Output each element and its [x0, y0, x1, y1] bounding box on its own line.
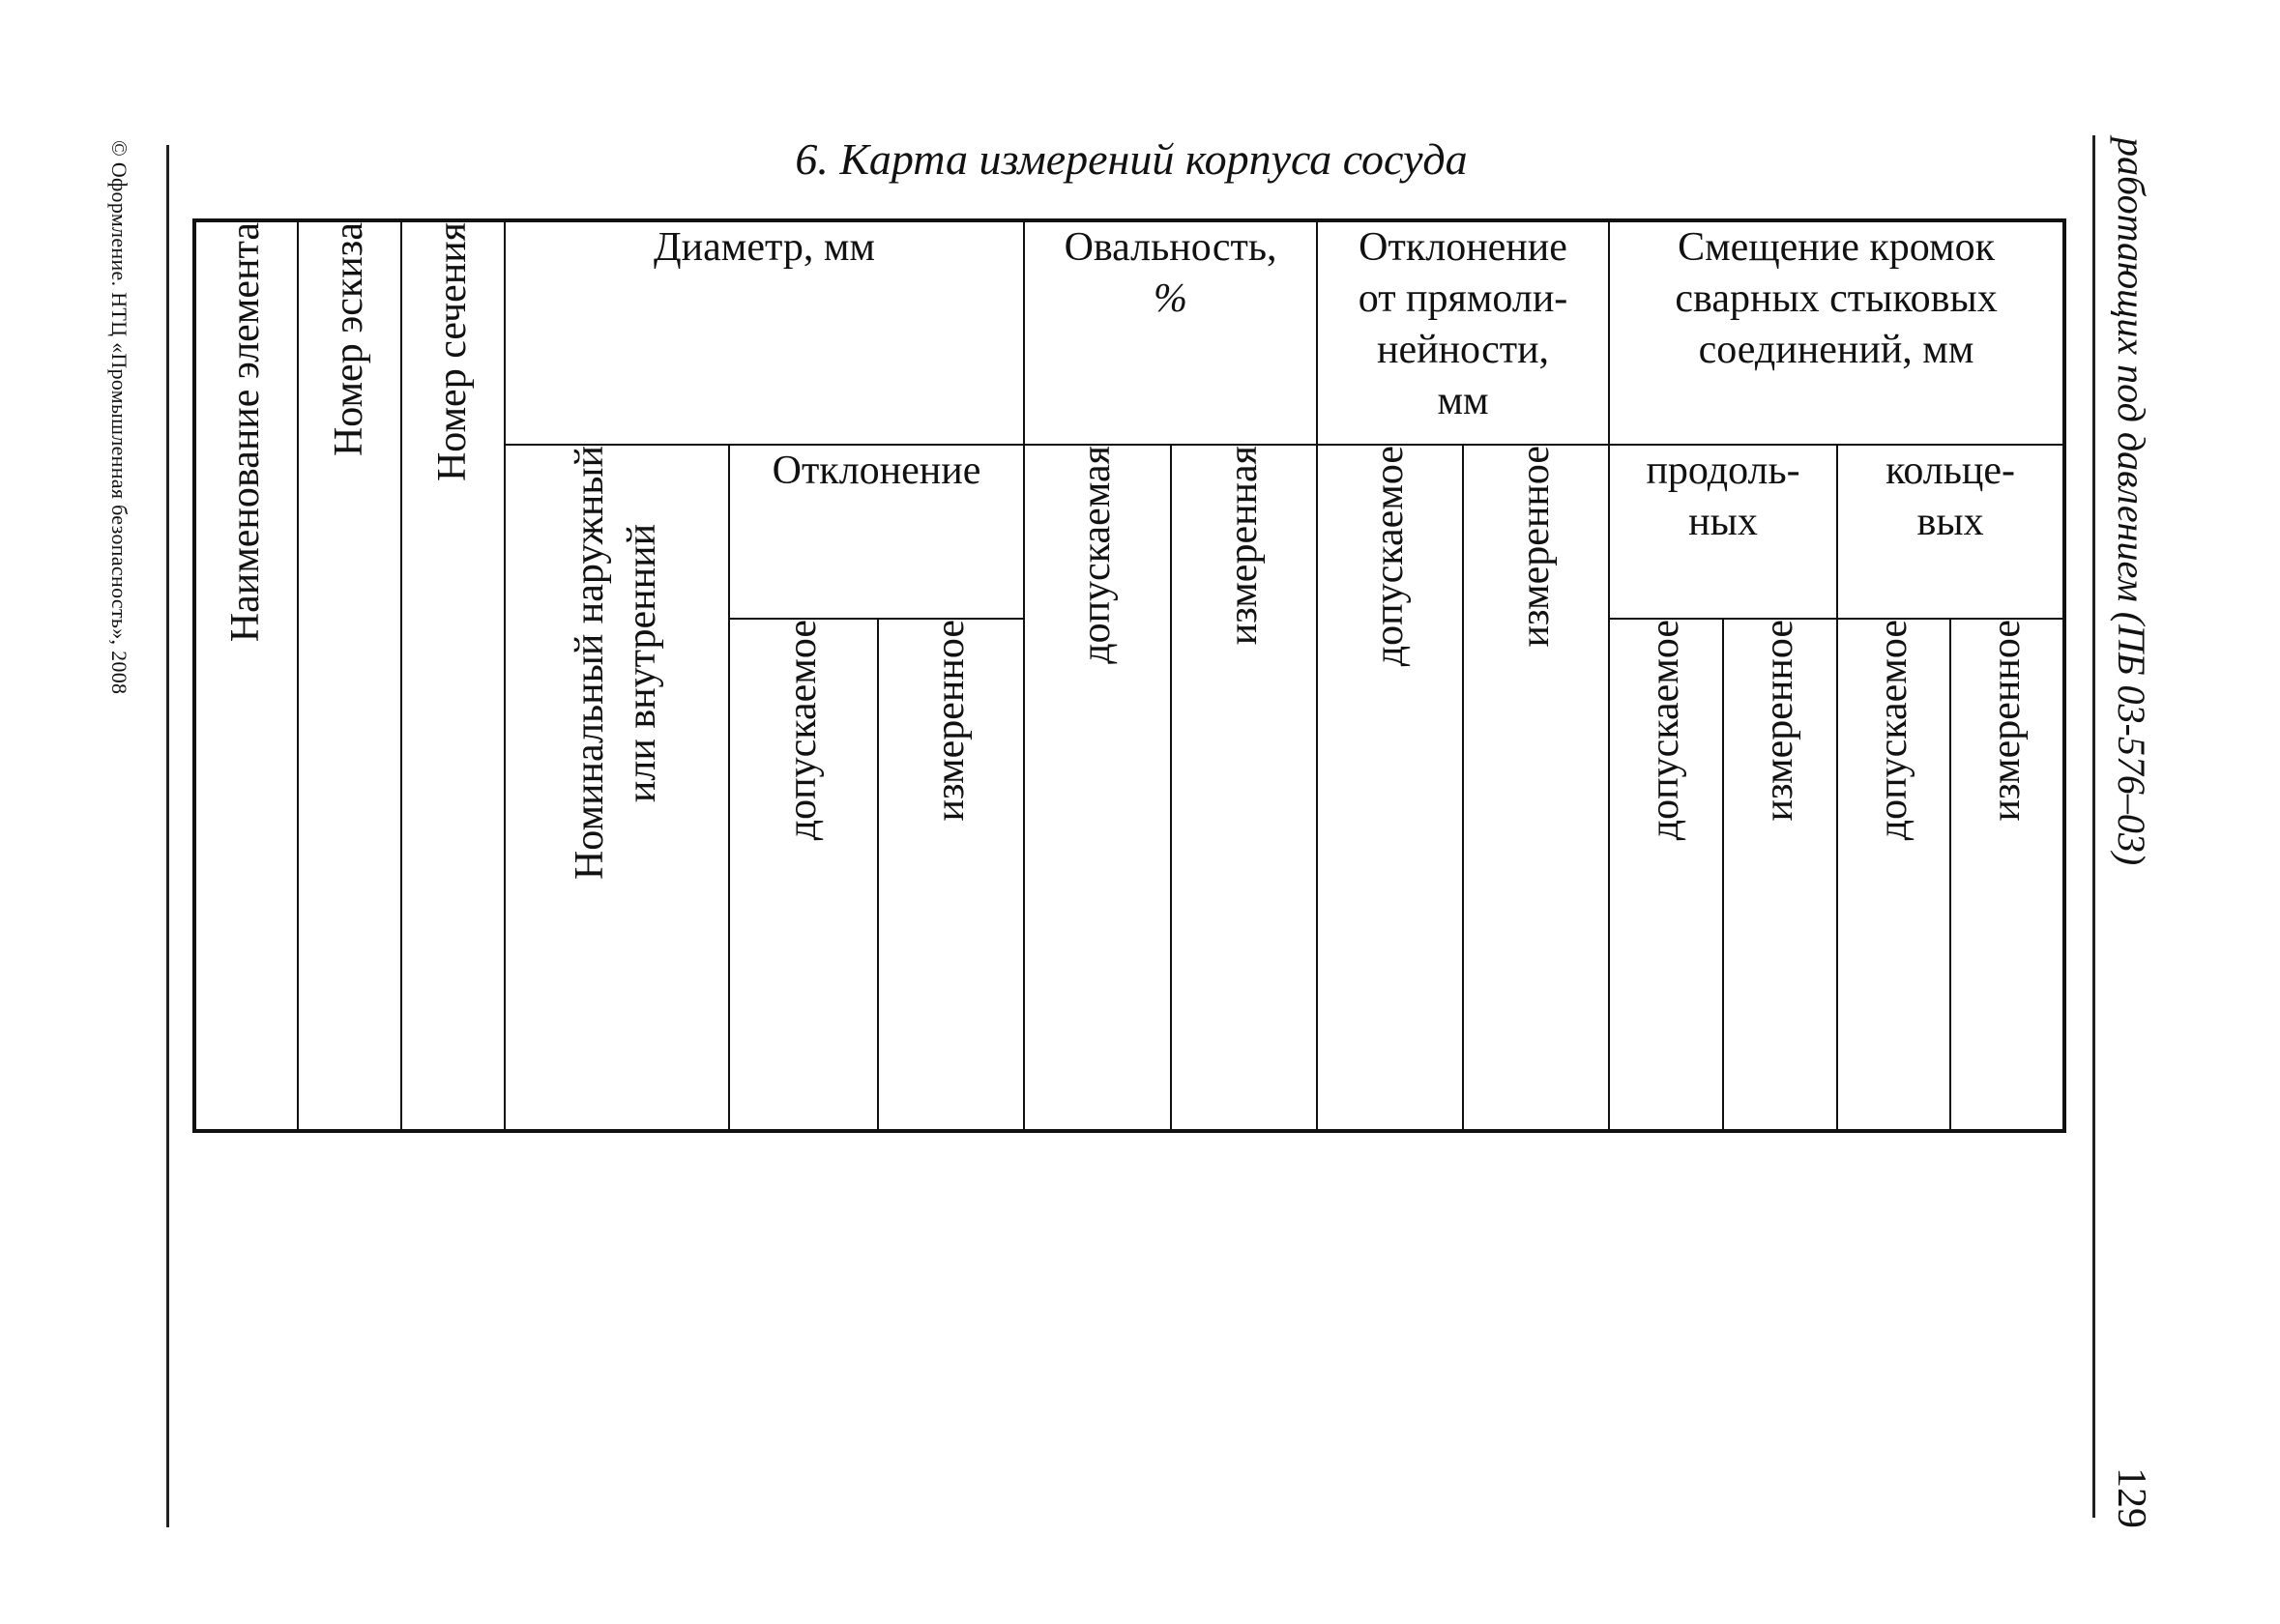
col-circumferential-permissible: допускаемое — [1836, 618, 1952, 1132]
right-margin-rule — [2092, 135, 2095, 1518]
header-straightness: Отклонение от прямоли- нейности, мм — [1316, 219, 1611, 446]
header-circumferential-joints: кольце- вых — [1836, 444, 2066, 620]
vessel-measurement-table: Наименование элемента Номер эскиза Номер… — [192, 218, 2067, 1133]
copyright-notice: © Оформление. НТЦ «Промышленная безопасн… — [107, 140, 132, 695]
table-title: 6. Карта измерений корпуса сосуда — [795, 134, 1468, 184]
col-ovality-permissible: допускаемая — [1023, 444, 1173, 1132]
header-diameter: Диаметр, мм — [503, 219, 1026, 446]
col-longitudinal-permissible: допускаемое — [1608, 618, 1725, 1132]
left-margin-rule — [166, 145, 169, 1527]
header-edge-offset: Смещение кромок сварных стыковых соедине… — [1608, 219, 2066, 446]
col-ovality-measured: измеренная — [1170, 444, 1319, 1132]
header-longitudinal-joints: продоль- ных — [1608, 444, 1839, 620]
col-longitudinal-measured: измеренное — [1722, 618, 1839, 1132]
col-element-name: Наименование элемента — [193, 219, 299, 1132]
col-straightness-permissible: допускаемое — [1316, 444, 1465, 1132]
col-straightness-measured: измеренное — [1462, 444, 1611, 1132]
col-diameter-permissible: допускаемое — [728, 618, 879, 1132]
col-circumferential-measured: измеренное — [1949, 618, 2066, 1132]
running-head: работающих под давлением (ПБ 03-576–03) — [2110, 137, 2153, 866]
header-diameter-deviation: Отклонение — [727, 444, 1026, 620]
col-nominal-diameter: Номинальный наружный или внутренний — [504, 444, 730, 1132]
col-sketch-number: Номер эскиза — [297, 219, 402, 1132]
col-diameter-measured: измеренное — [876, 618, 1026, 1132]
page-number: 129 — [2109, 1467, 2153, 1528]
col-section-number: Номер сечения — [400, 219, 506, 1132]
header-ovality: Овальность, % — [1023, 219, 1319, 446]
